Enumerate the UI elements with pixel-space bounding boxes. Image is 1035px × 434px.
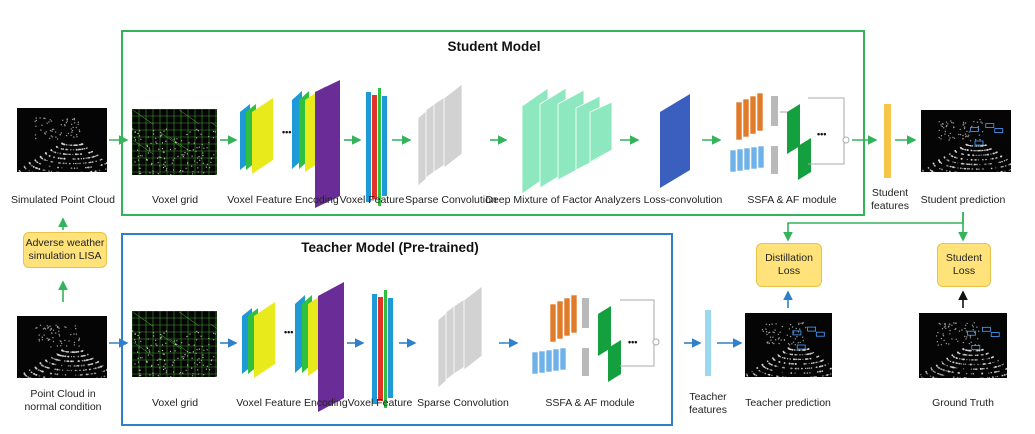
teacher-vfe-block xyxy=(242,282,344,412)
distillation-loss-box: Distillation Loss xyxy=(756,243,822,287)
student-ssfa-block xyxy=(729,92,850,180)
lisa-simulation-box: Adverse weather simulation LISA xyxy=(23,232,107,268)
student-features-block xyxy=(884,104,891,178)
teacher-ssfa-label: SSFA & AF module xyxy=(545,397,635,409)
student-sparse-conv-label: Sparse Convolution xyxy=(405,194,497,206)
teacher-ssfa-block xyxy=(531,294,660,382)
ground-truth-label: Ground Truth xyxy=(932,397,994,409)
simulated-point-cloud-image xyxy=(17,108,107,172)
teacher-prediction-label: Teacher prediction xyxy=(745,397,831,409)
teacher-arrows xyxy=(109,290,793,348)
student-dmfa-block xyxy=(521,87,613,195)
student-arrows xyxy=(58,135,968,302)
teacher-voxel-feature-label: Voxel Feature xyxy=(347,397,413,409)
teacher-sparse-conv-label: Sparse Convolution xyxy=(417,397,509,409)
normal-point-cloud-image xyxy=(17,316,107,378)
student-voxel-grid-image xyxy=(132,109,217,175)
arrow-prediction-to-distillation xyxy=(783,212,964,242)
student-vfe-block xyxy=(240,80,340,208)
student-voxel-grid-label: Voxel grid xyxy=(151,194,199,206)
teacher-ssfa-ellipsis: ••• xyxy=(628,337,637,347)
teacher-voxel-grid-image xyxy=(132,311,217,377)
teacher-vfe-label: Voxel Feature Encoding xyxy=(236,397,348,409)
student-voxel-feature-label: Voxel Feature xyxy=(339,194,405,206)
teacher-features-block xyxy=(705,310,711,376)
simulated-point-cloud-label: Simulated Point Cloud xyxy=(11,194,115,206)
student-model-frame xyxy=(121,30,865,216)
teacher-model-frame xyxy=(121,233,673,426)
student-ssfa-ellipsis: ••• xyxy=(817,129,826,139)
student-features-label: Student features xyxy=(871,187,909,212)
student-loss-conv-block xyxy=(660,94,690,188)
student-loss-box: Student Loss xyxy=(937,243,991,287)
teacher-model-title: Teacher Model (Pre-trained) xyxy=(301,240,479,255)
teacher-voxel-feature-block xyxy=(372,290,393,408)
student-vfe-label: Voxel Feature Encoding xyxy=(227,194,339,206)
student-ssfa-label: SSFA & AF module xyxy=(747,194,837,206)
student-model-title: Student Model xyxy=(447,39,541,54)
student-voxel-feature-block xyxy=(366,88,387,206)
teacher-voxel-grid-label: Voxel grid xyxy=(151,397,199,409)
ground-truth-image xyxy=(919,313,1007,378)
teacher-vfe-ellipsis: ••• xyxy=(284,327,293,337)
teacher-features-label: Teacher features xyxy=(689,391,727,416)
teacher-prediction-image xyxy=(745,313,832,377)
student-dmfa-label: Deep Mixture of Factor Analyzers xyxy=(485,194,641,206)
student-prediction-label: Student prediction xyxy=(920,194,1006,206)
student-prediction-image xyxy=(921,110,1011,172)
normal-point-cloud-label: Point Cloud in normal condition xyxy=(24,388,102,413)
student-sparse-conv-block xyxy=(417,83,463,187)
student-loss-conv-label: Loss-convolution xyxy=(643,194,723,206)
teacher-sparse-conv-block xyxy=(437,285,483,389)
student-vfe-ellipsis: ••• xyxy=(282,127,291,137)
